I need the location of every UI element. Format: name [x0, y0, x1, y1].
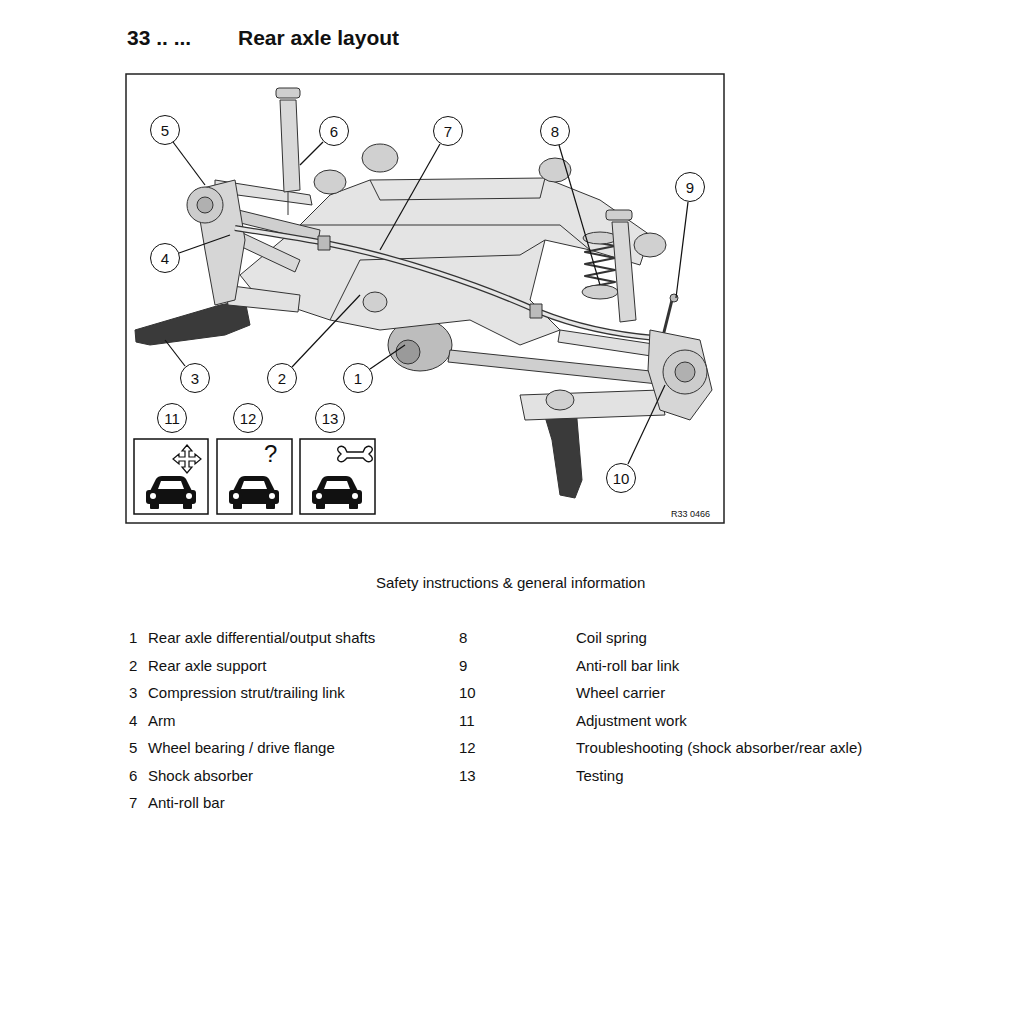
legend-number: 11	[459, 712, 475, 730]
figure-frame	[126, 74, 724, 523]
icon-boxes	[134, 439, 375, 514]
legend-text: Wheel bearing / drive flange	[148, 739, 335, 757]
legend-text: Troubleshooting (shock absorber/rear axl…	[576, 739, 862, 757]
callout-number: 7	[444, 124, 452, 139]
callout-number: 5	[161, 123, 169, 138]
legend-number: 7	[129, 794, 137, 812]
callout-number: 9	[686, 180, 694, 195]
section-number: 33 .. ...	[127, 25, 191, 50]
callout-number: 2	[278, 371, 286, 386]
callout-number: 6	[330, 124, 338, 139]
callout-number: 10	[613, 471, 630, 486]
callout-circle: 4	[150, 243, 180, 273]
callout-circle: 3	[180, 363, 210, 393]
callout-circle: 2	[267, 363, 297, 393]
figure-reference: R33 0466	[670, 509, 711, 520]
legend-text: Compression strut/trailing link	[148, 684, 345, 702]
callout-circle: 10	[606, 463, 636, 493]
callout-number: 3	[191, 371, 199, 386]
page-title: Rear axle layout	[238, 25, 399, 50]
figure-caption: Safety instructions & general informatio…	[376, 574, 645, 592]
legend-text: Testing	[576, 767, 624, 785]
legend-text: Rear axle differential/output shafts	[148, 629, 375, 647]
legend-text: Rear axle support	[148, 657, 266, 675]
legend-text: Anti-roll bar	[148, 794, 225, 812]
legend-text: Coil spring	[576, 629, 647, 647]
legend-text: Anti-roll bar link	[576, 657, 679, 675]
legend-text: Shock absorber	[148, 767, 253, 785]
callout-circle: 11	[157, 403, 187, 433]
callout-circle: 5	[150, 115, 180, 145]
axle-drawing	[135, 88, 712, 498]
callout-circle: 1	[343, 363, 373, 393]
callout-number: 13	[322, 411, 339, 426]
legend-number: 5	[129, 739, 137, 757]
adjust-arrows-symbol	[173, 445, 201, 473]
callout-circle: 9	[675, 172, 705, 202]
legend-number: 6	[129, 767, 137, 785]
legend-number: 8	[459, 629, 467, 647]
wrench-symbol	[338, 446, 373, 461]
legend-number: 1	[129, 629, 137, 647]
legend-text: Wheel carrier	[576, 684, 665, 702]
leader-lines	[165, 142, 688, 464]
legend-text: Adjustment work	[576, 712, 687, 730]
legend-text: Arm	[148, 712, 176, 730]
legend-number: 9	[459, 657, 467, 675]
legend-number: 3	[129, 684, 137, 702]
legend-number: 2	[129, 657, 137, 675]
car-symbol	[146, 476, 362, 509]
callout-number: 12	[240, 411, 257, 426]
callout-circle: 7	[433, 116, 463, 146]
callout-circle: 13	[315, 403, 345, 433]
callout-circle: 12	[233, 403, 263, 433]
question-mark-symbol: ?	[264, 440, 277, 469]
legend-number: 4	[129, 712, 137, 730]
callout-circle: 8	[540, 116, 570, 146]
legend-number: 12	[459, 739, 476, 757]
callout-number: 4	[161, 251, 169, 266]
callout-number: 8	[551, 124, 559, 139]
callout-circle: 6	[319, 116, 349, 146]
callout-number: 1	[354, 371, 362, 386]
legend-number: 13	[459, 767, 476, 785]
callout-number: 11	[164, 411, 180, 426]
legend-number: 10	[459, 684, 476, 702]
